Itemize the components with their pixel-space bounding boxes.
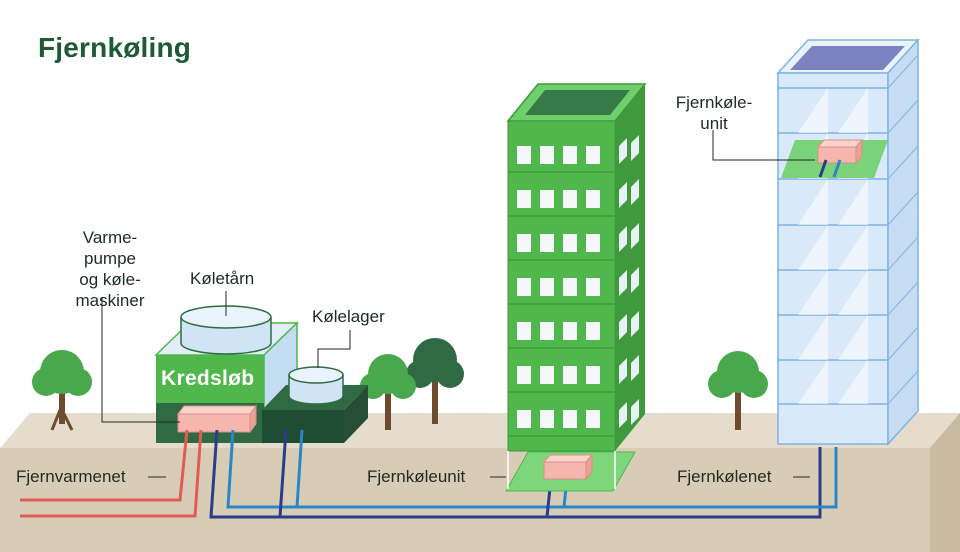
tree-icon [360, 354, 416, 430]
cooling-unit-icon [816, 138, 864, 165]
cooling-network-label: Fjernkølenet [677, 467, 772, 486]
window [540, 190, 554, 208]
window [517, 146, 531, 164]
heat-pump-label-line: maskiner [75, 291, 145, 310]
window [563, 234, 577, 252]
cooling-unit-icon [542, 453, 594, 481]
window [619, 358, 627, 384]
window [540, 366, 554, 384]
cooling-unit-top-label-line: Fjernkøle- [675, 93, 753, 112]
window [563, 278, 577, 296]
window [586, 278, 600, 296]
window [619, 182, 627, 208]
cooling-unit-top-label: Fjernkøle- unit [665, 92, 763, 134]
window [540, 234, 554, 252]
window [631, 135, 639, 161]
window [517, 366, 531, 384]
glass-reflection [838, 315, 868, 360]
window [586, 190, 600, 208]
glass-reflection [838, 360, 868, 404]
glass-reflection [798, 360, 828, 404]
window [540, 146, 554, 164]
floor-line [887, 145, 919, 180]
basement-cooling-unit [505, 451, 636, 492]
window [631, 399, 639, 425]
glass-reflection [798, 270, 828, 315]
window [517, 410, 531, 428]
cooling-unit-mid-label: Fjernkøleunit [367, 467, 466, 486]
window [517, 190, 531, 208]
window [619, 402, 627, 428]
heat-pump-label: Varme- pumpe og køle- maskiner [62, 227, 158, 311]
window [631, 179, 639, 205]
heat-pump-label-line: Varme- [82, 228, 138, 247]
window [540, 322, 554, 340]
glass-reflection [838, 225, 868, 270]
glass-reflection [798, 179, 828, 225]
window [586, 410, 600, 428]
floor-line [887, 54, 919, 89]
floor-line [887, 236, 919, 271]
green-building [506, 83, 647, 452]
glass-tower [776, 38, 920, 446]
cooling-unit-icon [177, 404, 257, 434]
window [619, 138, 627, 164]
glass-reflection [798, 225, 828, 270]
window [631, 267, 639, 293]
window [631, 223, 639, 249]
heat-pump-label-line: og køle- [79, 270, 141, 289]
window [586, 146, 600, 164]
window [563, 410, 577, 428]
window [563, 146, 577, 164]
tree-icon [406, 338, 464, 424]
window [540, 278, 554, 296]
window [517, 278, 531, 296]
floor-line [887, 326, 919, 361]
callout-lines [101, 130, 815, 478]
building-windows [508, 135, 639, 437]
floor-line [887, 370, 919, 405]
floor-line [887, 191, 919, 226]
window [563, 366, 577, 384]
cooling-tower-label: Køletårn [190, 269, 255, 288]
window [631, 311, 639, 337]
page-title: Fjernkøling [38, 32, 192, 63]
window [586, 234, 600, 252]
window [619, 226, 627, 252]
window [631, 355, 639, 381]
glass-reflection [798, 88, 828, 133]
tree-icon [708, 351, 768, 430]
window [517, 322, 531, 340]
glass-reflection [838, 270, 868, 315]
glass-reflection [798, 315, 828, 360]
heat-pump-label-line: pumpe [84, 249, 136, 268]
window [517, 234, 531, 252]
glass-reflection [838, 179, 868, 225]
floor-line [887, 281, 919, 316]
window [586, 322, 600, 340]
district-heating-label: Fjernvarmenet [16, 467, 126, 486]
pipes [20, 429, 838, 519]
window [563, 322, 577, 340]
glass-reflection [838, 88, 868, 133]
window [563, 190, 577, 208]
tree-icon [32, 350, 92, 431]
window [540, 410, 554, 428]
window [619, 314, 627, 340]
tank-icon [288, 366, 344, 405]
loop-label: Kredsløb [161, 367, 255, 390]
window [586, 366, 600, 384]
window [619, 270, 627, 296]
cold-storage-label: Kølelager [312, 307, 385, 326]
floor-line [887, 99, 919, 134]
cooling-unit-top-label-line: unit [700, 114, 728, 133]
